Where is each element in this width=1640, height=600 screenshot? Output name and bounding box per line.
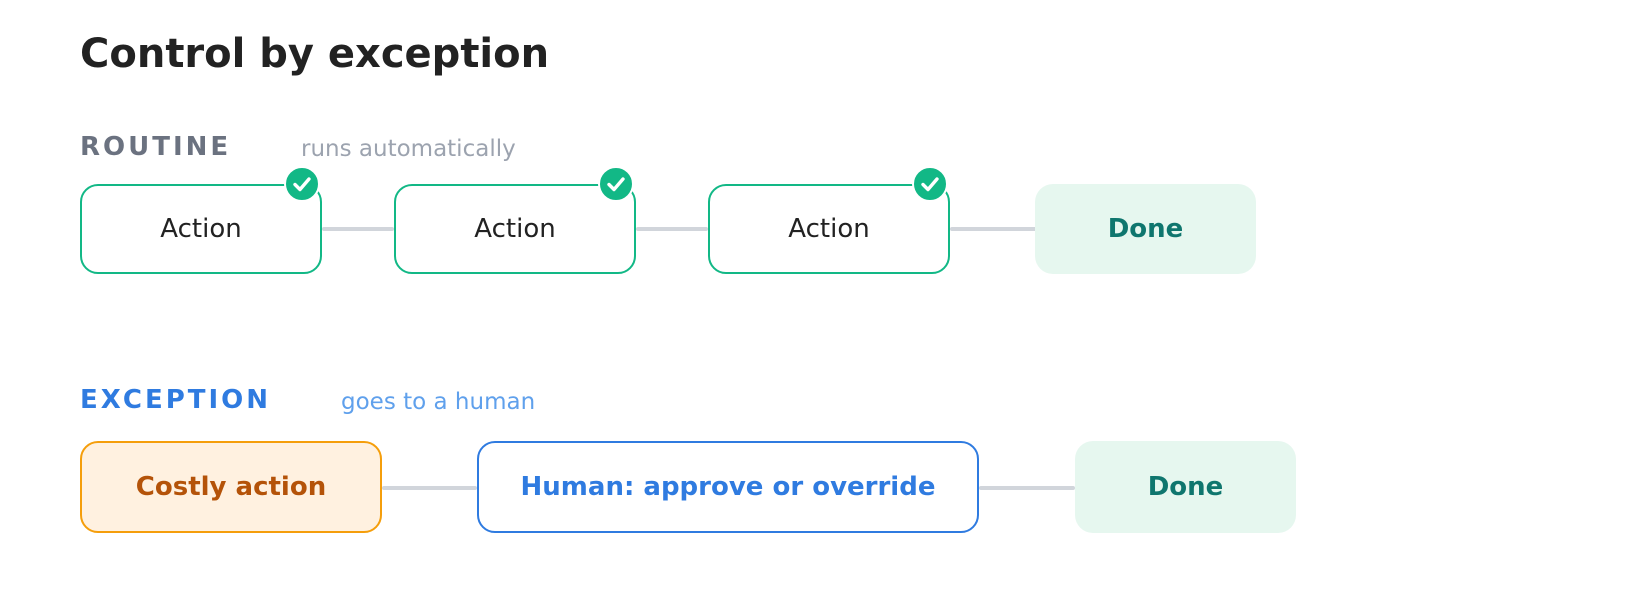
exception-done-box: Done	[1075, 441, 1296, 533]
routine-connector-2	[636, 227, 708, 231]
routine-connector-3	[950, 227, 1037, 231]
routine-connector-1	[322, 227, 394, 231]
human-approval-box: Human: approve or override	[477, 441, 979, 533]
check-circle-icon	[598, 166, 634, 202]
routine-done-label: Done	[1107, 214, 1184, 244]
exception-section-label: EXCEPTION	[80, 385, 272, 415]
routine-section-sublabel: runs automatically	[301, 136, 516, 162]
exception-connector-1	[382, 486, 477, 490]
exception-connector-2	[979, 486, 1075, 490]
costly-action-box: Costly action	[80, 441, 382, 533]
routine-action-box-1: Action	[80, 184, 322, 274]
routine-action-label: Action	[474, 214, 556, 244]
costly-action-label: Costly action	[135, 472, 327, 502]
routine-action-box-2: Action	[394, 184, 636, 274]
exception-section-sublabel: goes to a human	[341, 389, 536, 415]
exception-done-label: Done	[1147, 472, 1224, 502]
routine-section-label: ROUTINE	[80, 132, 232, 162]
diagram-title: Control by exception	[80, 31, 550, 77]
human-approval-label: Human: approve or override	[520, 472, 936, 502]
routine-action-label: Action	[160, 214, 242, 244]
routine-action-box-3: Action	[708, 184, 950, 274]
check-circle-icon	[284, 166, 320, 202]
routine-action-label: Action	[788, 214, 870, 244]
routine-done-box: Done	[1035, 184, 1256, 274]
check-circle-icon	[912, 166, 948, 202]
